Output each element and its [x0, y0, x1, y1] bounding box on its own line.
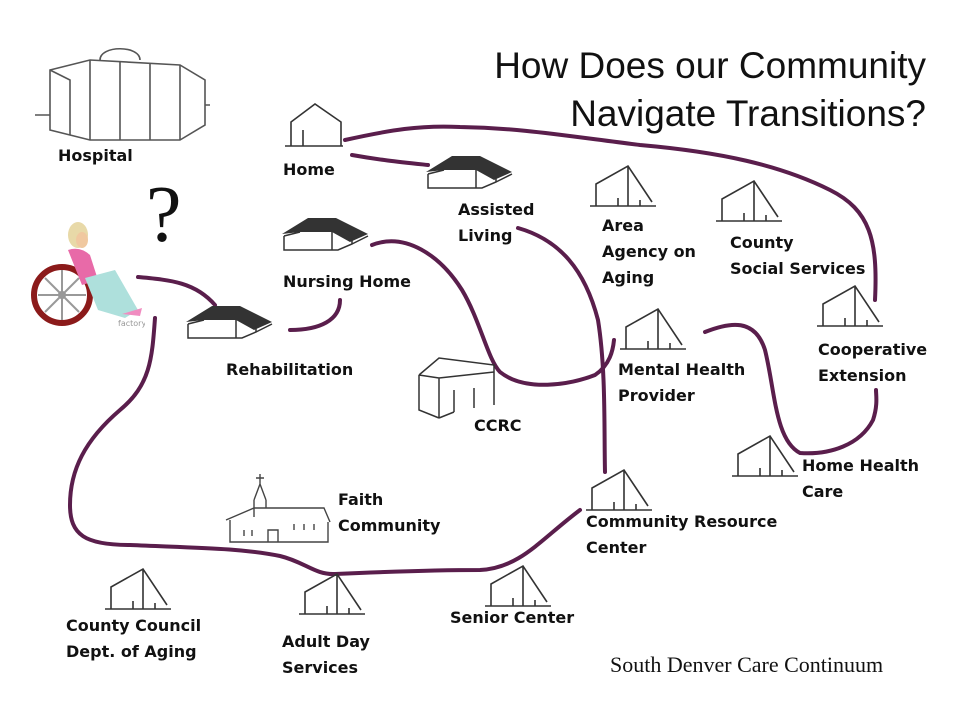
label-senior-center: Senior Center — [450, 608, 575, 627]
nursing-home-icon — [278, 208, 378, 258]
title-line-1: How Does our Community — [494, 45, 926, 86]
label-county-council: County Council Dept. of Aging — [66, 616, 202, 661]
label-hospital: Hospital — [58, 146, 133, 165]
label-faith-community: Faith Community — [338, 490, 441, 535]
wheelchair-patient-icon: factory — [31, 222, 145, 328]
adult-day-icon — [296, 570, 368, 620]
path-home-to-cooperative — [343, 124, 878, 302]
mental-health-icon — [618, 305, 688, 355]
title-line-2: Navigate Transitions? — [570, 93, 926, 134]
label-mental-health: Mental Health Provider — [618, 360, 746, 405]
path-nursing-to-rehab — [288, 298, 342, 332]
clipart-watermark: factory — [118, 319, 145, 328]
label-community-resource: Community Resource Center — [586, 512, 778, 557]
path-assisted-to-crc — [516, 226, 607, 474]
label-home: Home — [283, 160, 335, 179]
home-icon — [285, 103, 343, 147]
label-ccrc: CCRC — [474, 416, 522, 435]
label-rehabilitation: Rehabilitation — [226, 360, 354, 379]
path-loop-bottom — [67, 316, 582, 577]
label-home-health: Home Health Care — [802, 456, 920, 501]
label-county-social: County Social Services — [730, 233, 866, 278]
home-health-icon — [725, 432, 805, 482]
path-patient-to-rehab — [136, 275, 217, 307]
church-icon — [225, 474, 331, 543]
path-mental-to-homehealth — [703, 322, 879, 456]
area-agency-icon — [588, 162, 658, 212]
assisted-living-icon — [422, 146, 522, 196]
ccrc-icon — [418, 357, 495, 419]
credit: South Denver Care Continuum — [610, 652, 884, 677]
label-assisted-living: Assisted Living — [458, 200, 535, 245]
label-area-agency: Area Agency on Aging — [602, 216, 696, 287]
question-mark: ? — [146, 171, 182, 259]
label-nursing-home: Nursing Home — [283, 272, 411, 291]
county-council-icon — [102, 565, 174, 615]
label-cooperative-extension: Cooperative Extension — [818, 340, 928, 385]
path-home-to-assisted — [350, 153, 430, 167]
rehabilitation-icon — [182, 296, 282, 346]
county-social-icon — [714, 177, 784, 227]
label-adult-day: Adult Day Services — [282, 632, 370, 677]
hospital-icon — [35, 48, 210, 141]
cooperative-extension-icon — [810, 282, 890, 332]
path-nursing-to-mental — [370, 239, 616, 387]
